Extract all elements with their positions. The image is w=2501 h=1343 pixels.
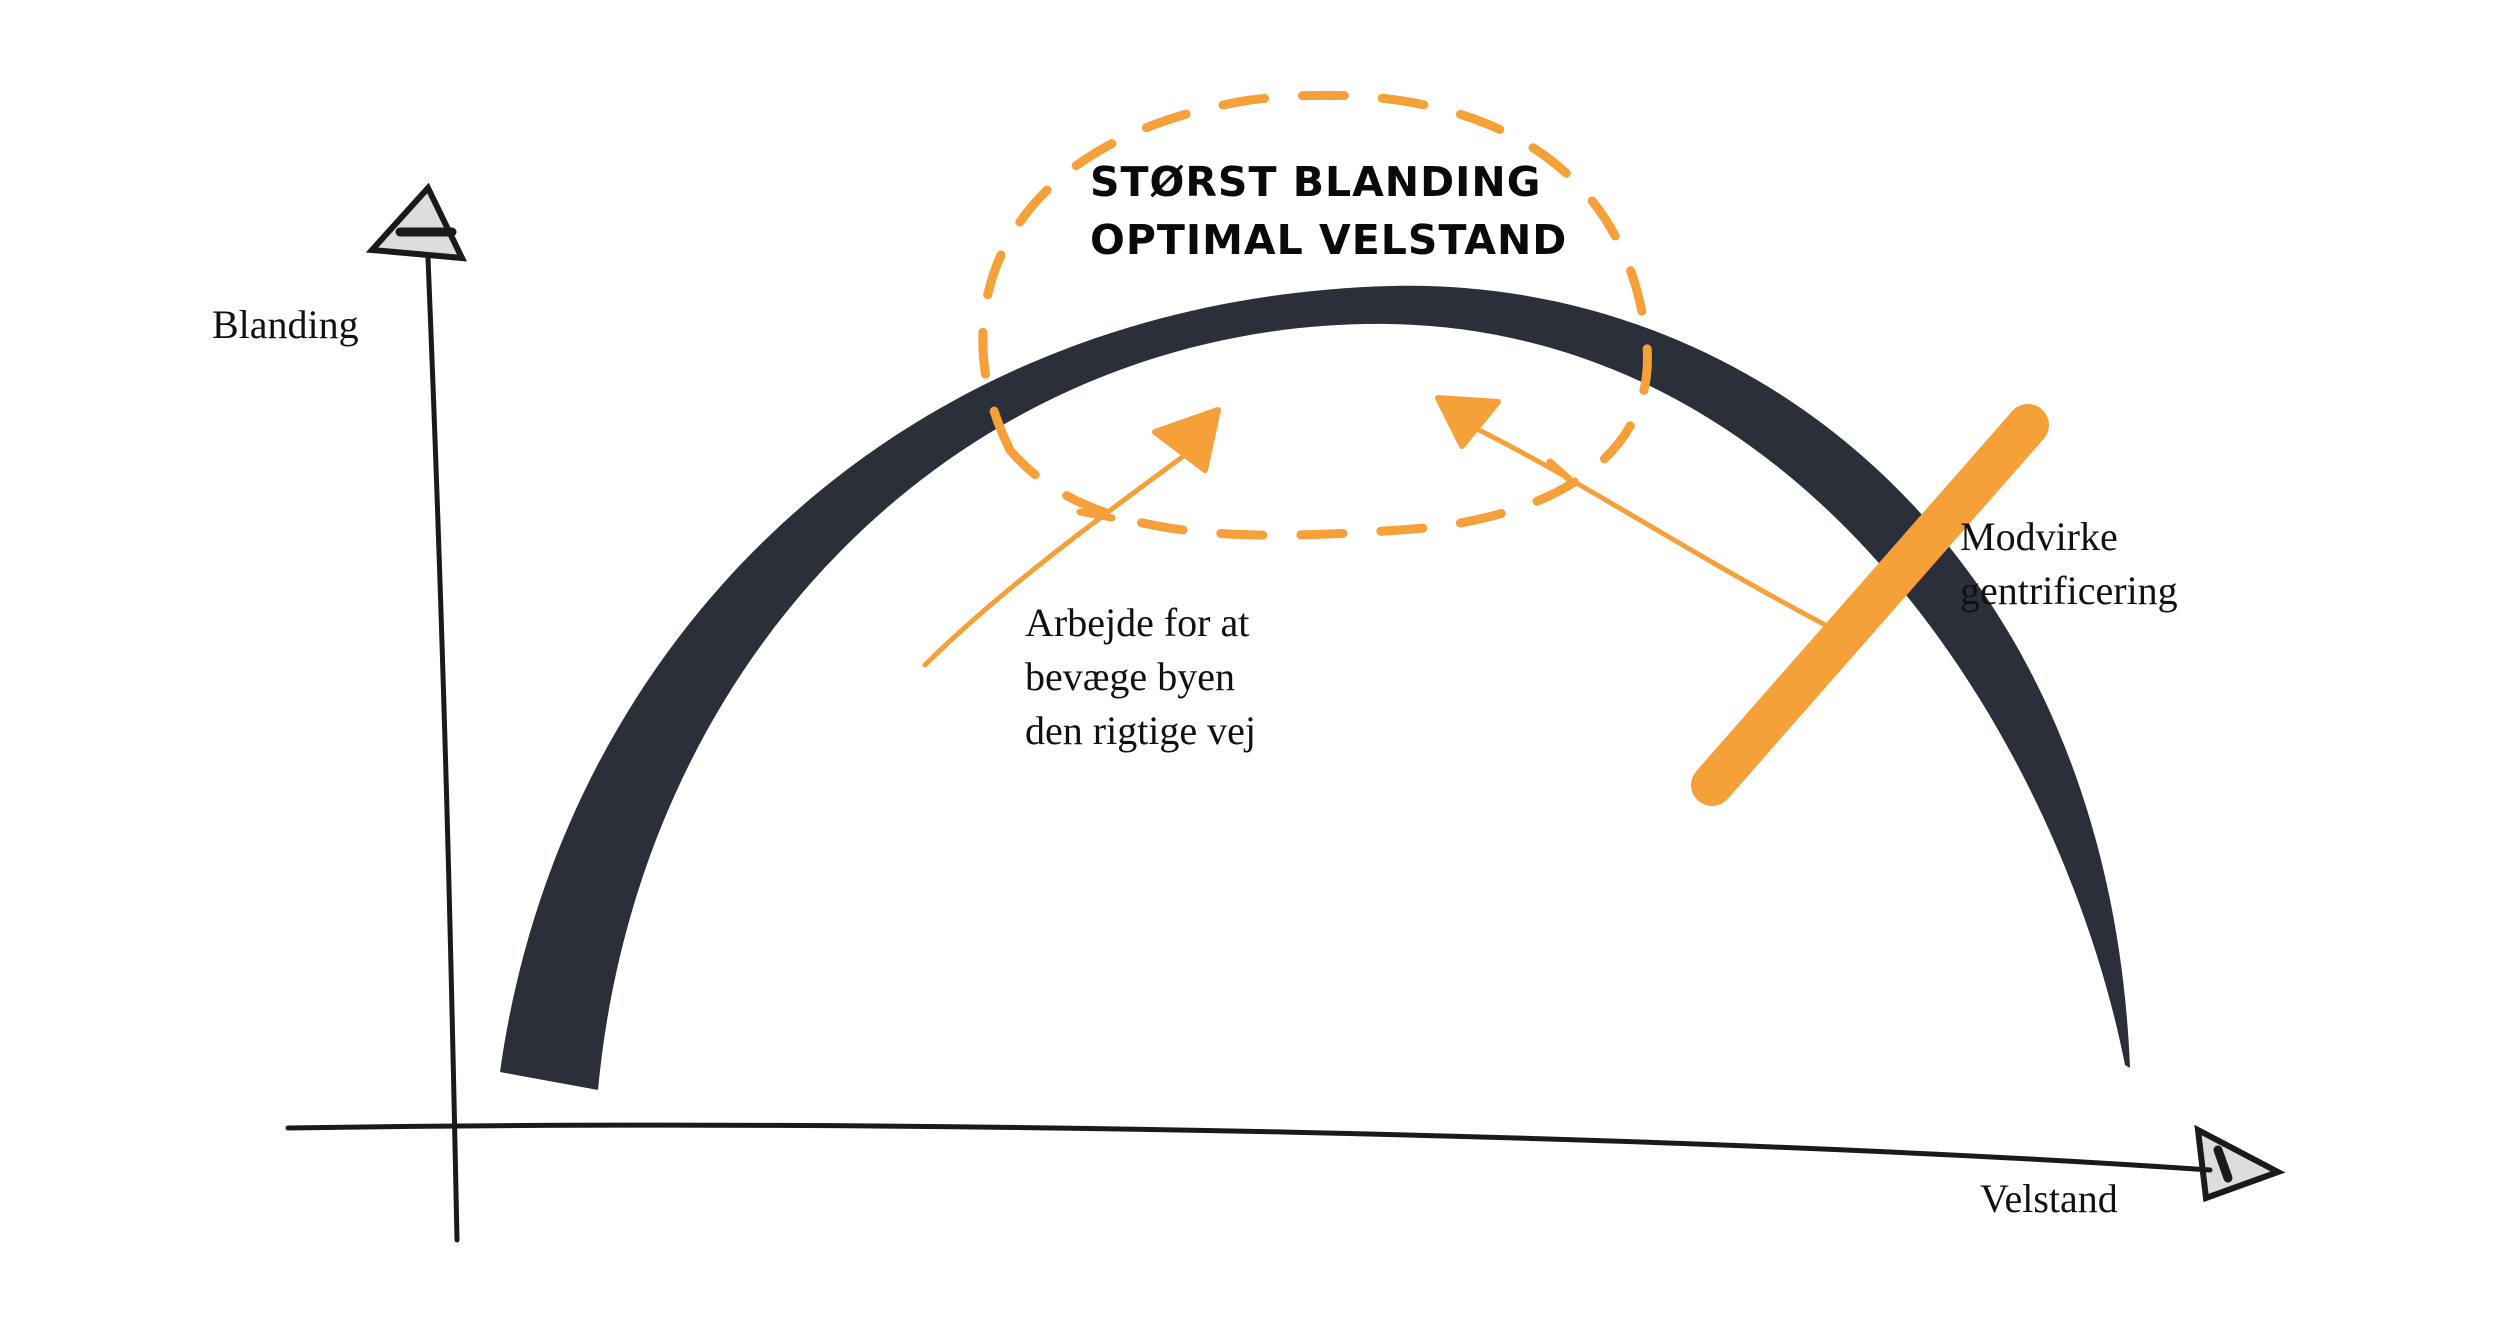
y-axis-label: Blanding (212, 302, 359, 347)
left-annotation: Arbejde for at bevæge byen den rigtige v… (1025, 596, 1256, 758)
axes (285, 182, 2286, 1243)
y-axis-arrowhead-icon (365, 182, 468, 262)
left-annotation-line-1: Arbejde for at (1025, 600, 1250, 645)
left-arrow-shaft (922, 452, 1188, 668)
gentrification-barrier-bar (1691, 404, 2049, 806)
right-progress-arrow (1435, 395, 1838, 633)
right-arrowhead-icon (1435, 395, 1501, 449)
left-arrowhead-icon (1152, 407, 1221, 473)
x-axis-label: Velstand (1980, 1176, 2118, 1221)
left-annotation-line-3: den rigtige vej (1025, 708, 1257, 753)
y-axis-line (425, 255, 460, 1243)
x-axis-arrowhead-icon (2194, 1124, 2286, 1203)
right-arrow-shaft (1472, 425, 1838, 633)
headline-line-2: OPTIMAL VELSTAND (1090, 216, 1568, 264)
headline-line-1: STØRST BLANDING (1090, 158, 1542, 206)
optimum-zone-dashed-ellipse (978, 90, 1652, 540)
left-arrow-tick (1076, 508, 1116, 522)
right-annotation-line-2: gentrificering (1960, 568, 2178, 613)
x-axis-arrow-mark (2213, 1145, 2233, 1183)
left-annotation-line-2: bevæge byen (1025, 654, 1235, 699)
right-arrow-tick (1546, 458, 1572, 482)
x-axis-line (285, 1122, 2213, 1173)
optimum-headline: STØRST BLANDING OPTIMAL VELSTAND (1090, 153, 1567, 269)
right-annotation-line-1: Modvirke (1960, 514, 2118, 559)
left-progress-arrow (922, 407, 1221, 668)
prosperity-mix-curve (500, 285, 2130, 1091)
right-annotation: Modvirke gentrificering (1960, 510, 2178, 618)
